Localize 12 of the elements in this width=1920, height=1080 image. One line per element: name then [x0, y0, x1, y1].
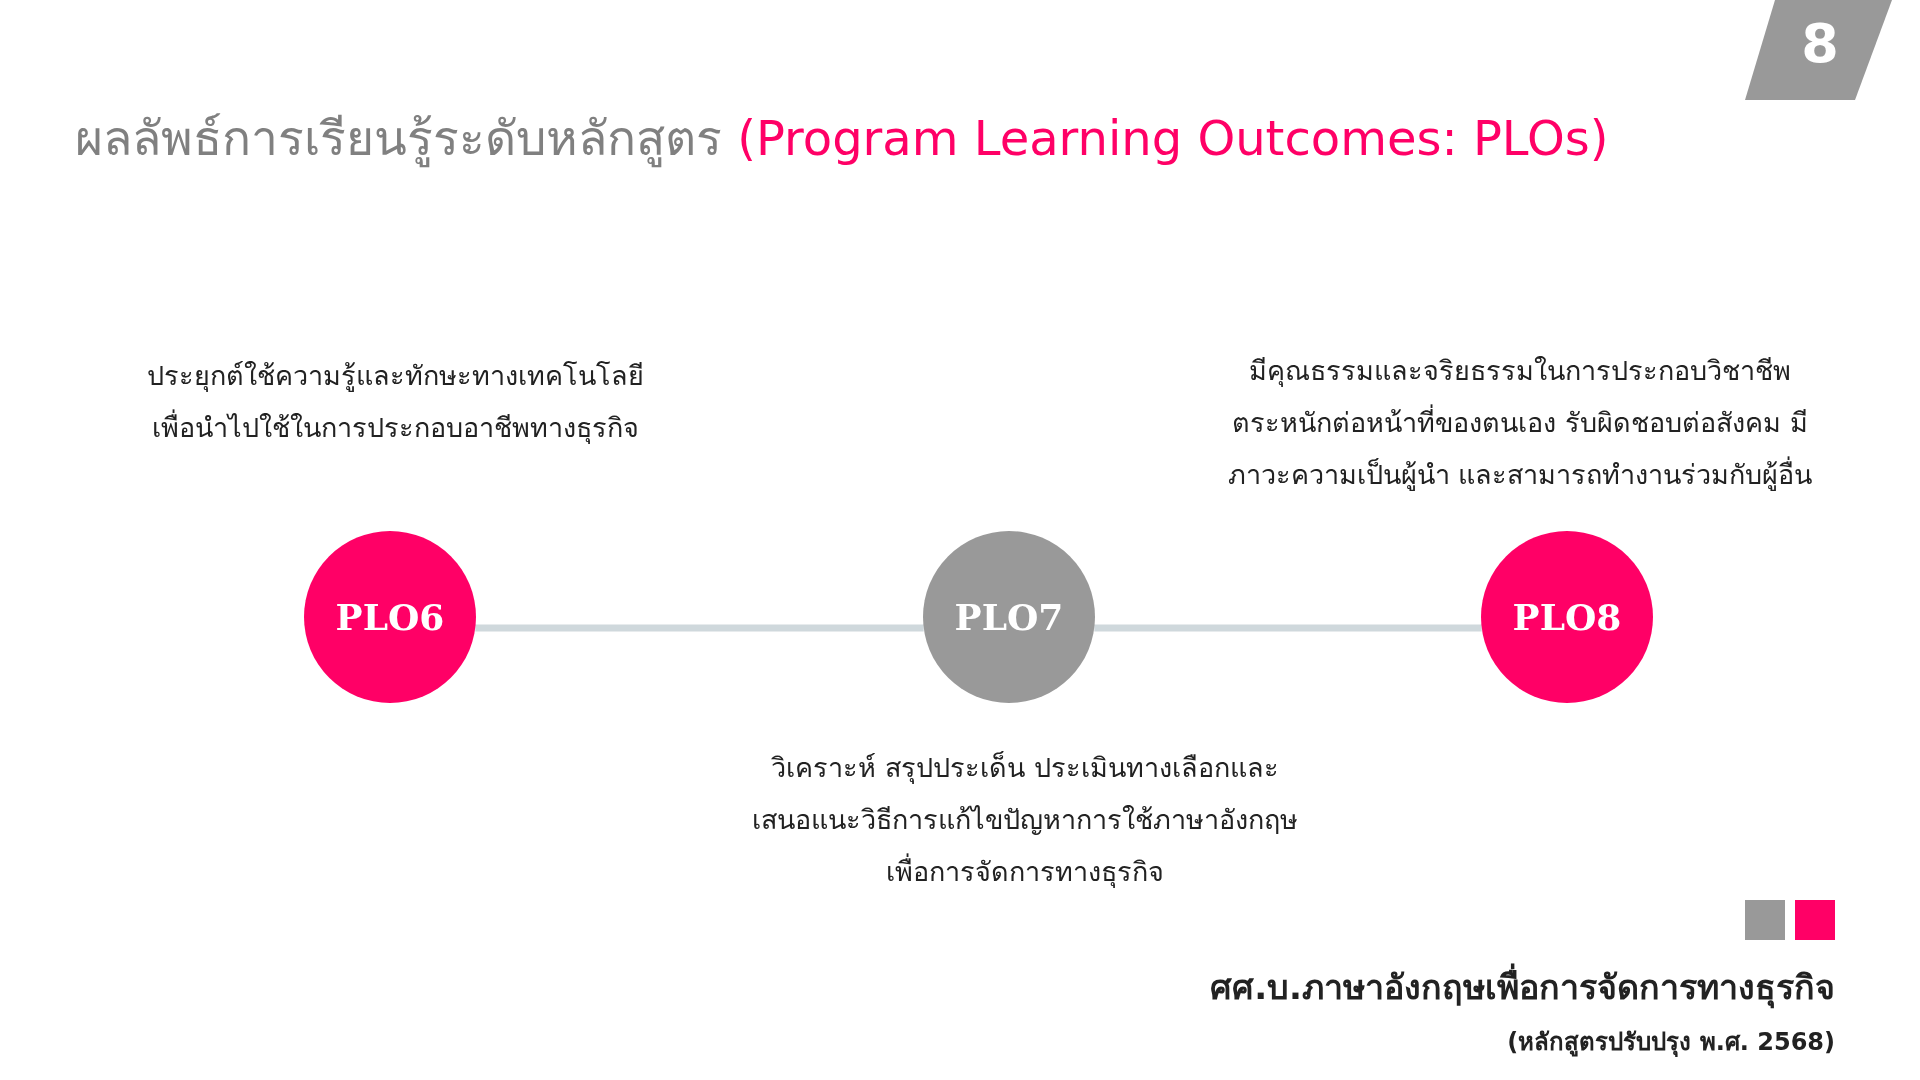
description-text: มีคุณธรรมและจริยธรรมในการประกอบวิชาชีพ ตระหนักต่อหน้าที่ของตนเอง รับผิดชอบต่อสังคม มีภาวะความเป็นผู้นำ และสามารถทำงานร่วมกับผู้อื่น: [1226, 354, 1814, 493]
node-label: PLO6: [335, 596, 445, 638]
description-text: ประยุกต์ใช้ความรู้และทักษะทางเทคโนโลยี เพื่อนำไปใช้ในการประกอบอาชีพทางธุรกิจ: [145, 359, 645, 446]
connector-line: [475, 624, 924, 632]
program-note: (หลักสูตรปรับปรุง พ.ศ. 2568): [1507, 1027, 1835, 1059]
node-label: PLO8: [1512, 596, 1622, 638]
node-label: PLO7: [954, 596, 1064, 638]
page-number: 8: [1800, 12, 1840, 75]
description-text: วิเคราะห์ สรุปประเด็น ประเมินทางเลือกและ เสนอแนะวิธีการแก้ไขปัญหาการใช้ภาษาอังกฤษ เพื่อการจัดการทางธุรกิจ: [751, 750, 1299, 890]
program-name: ศศ.บ.ภาษาอังกฤษเพื่อการจัดการทางธุรกิจ: [1210, 960, 1835, 1014]
connector-line: [1094, 624, 1482, 632]
slide-title: ผลลัพธ์การเรียนรู้ระดับหลักสูตร (Program Learning Outcomes: PLOs): [75, 109, 1609, 170]
